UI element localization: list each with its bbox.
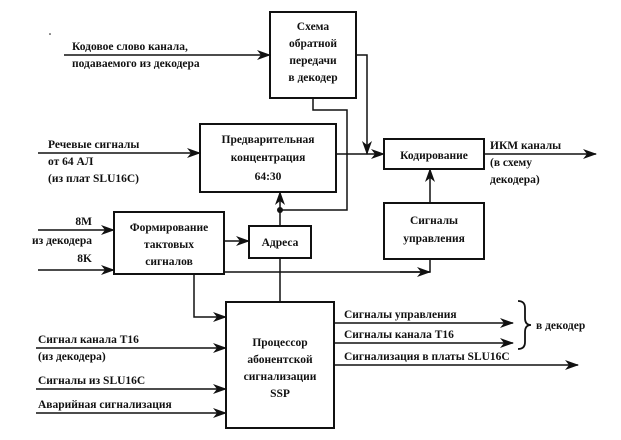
speech-label-3: (из плат SLU16C) <box>48 173 139 185</box>
pcm-label-1: ИКМ каналы <box>490 140 561 152</box>
address-label: Адреса <box>262 237 299 249</box>
coding-block: Кодирование <box>383 138 485 170</box>
ssp-line-2: абонентской <box>247 354 313 366</box>
pcm-label-2: (в схему <box>490 157 532 169</box>
clock-forming-block: Формирование тактовых сигналов <box>113 211 225 275</box>
feedback-line-4: в декодер <box>288 72 337 84</box>
t16-input-label-2: (из декодера) <box>38 351 106 363</box>
codeword-label-1: Кодовое слово канала, <box>72 41 188 53</box>
ssp-line-3: сигнализации <box>244 371 317 383</box>
feedback-loop-line <box>280 98 348 211</box>
ssp-block: Процессор абонентской сигнализации SSP <box>225 301 335 429</box>
coding-label: Кодирование <box>400 150 468 162</box>
control-signals-block: Сигналы управления <box>383 202 485 260</box>
alarm-input-label: Аварийная сигнализация <box>38 399 172 411</box>
address-block: Адреса <box>248 225 312 259</box>
preconcentration-block: Предварительная концентрация 64:30 <box>199 123 337 193</box>
speech-label-1: Речевые сигналы <box>48 139 139 151</box>
brace-icon <box>517 300 532 350</box>
t16-input-label-1: Сигнал канала Т16 <box>38 334 139 346</box>
control-signals-line-2: управления <box>403 233 465 245</box>
clock-forming-line-2: тактовых <box>144 239 194 251</box>
feedback-to-coding-arrow <box>356 54 372 155</box>
control-signals-line-1: Сигналы <box>410 215 458 227</box>
ssp-line-1: Процессор <box>252 337 307 349</box>
feedback-block: Схема обратной передачи в декодер <box>269 11 357 99</box>
clock-forming-line-3: сигналов <box>145 256 193 268</box>
preconcentration-line-2: концентрация <box>231 152 306 164</box>
clock-to-ssp-arrow <box>193 274 227 322</box>
feedback-line-3: передачи <box>289 55 337 67</box>
speech-label-2: от 64 АЛ <box>48 156 94 168</box>
preconcentration-line-3: 64:30 <box>255 171 282 183</box>
ctrl-output-label: Сигналы управления <box>344 309 457 321</box>
feedback-line-2: обратной <box>289 38 337 50</box>
ssp-line-4: SSP <box>270 388 290 400</box>
pcm-label-3: декодера) <box>490 174 540 186</box>
preconcentration-line-1: Предварительная <box>222 134 315 146</box>
feedback-line-1: Схема <box>297 21 330 33</box>
stray-dot <box>49 33 51 35</box>
clock-to-control-line <box>224 259 431 273</box>
to-decoder-label: в декодер <box>536 320 585 332</box>
t16-output-label: Сигналы канала Т16 <box>344 329 454 341</box>
clock-8m-label: 8M <box>75 216 92 228</box>
slu-input-label: Сигналы из SLU16C <box>38 375 145 387</box>
codeword-label-2: подаваемого из декодера <box>72 58 200 70</box>
from-decoder-label: из декодера <box>32 235 92 247</box>
clock-forming-line-1: Формирование <box>130 222 208 234</box>
slu-output-label: Сигнализация в платы SLU16C <box>344 351 510 363</box>
clock-8k-label: 8K <box>77 253 92 265</box>
junction-dot <box>277 207 283 213</box>
